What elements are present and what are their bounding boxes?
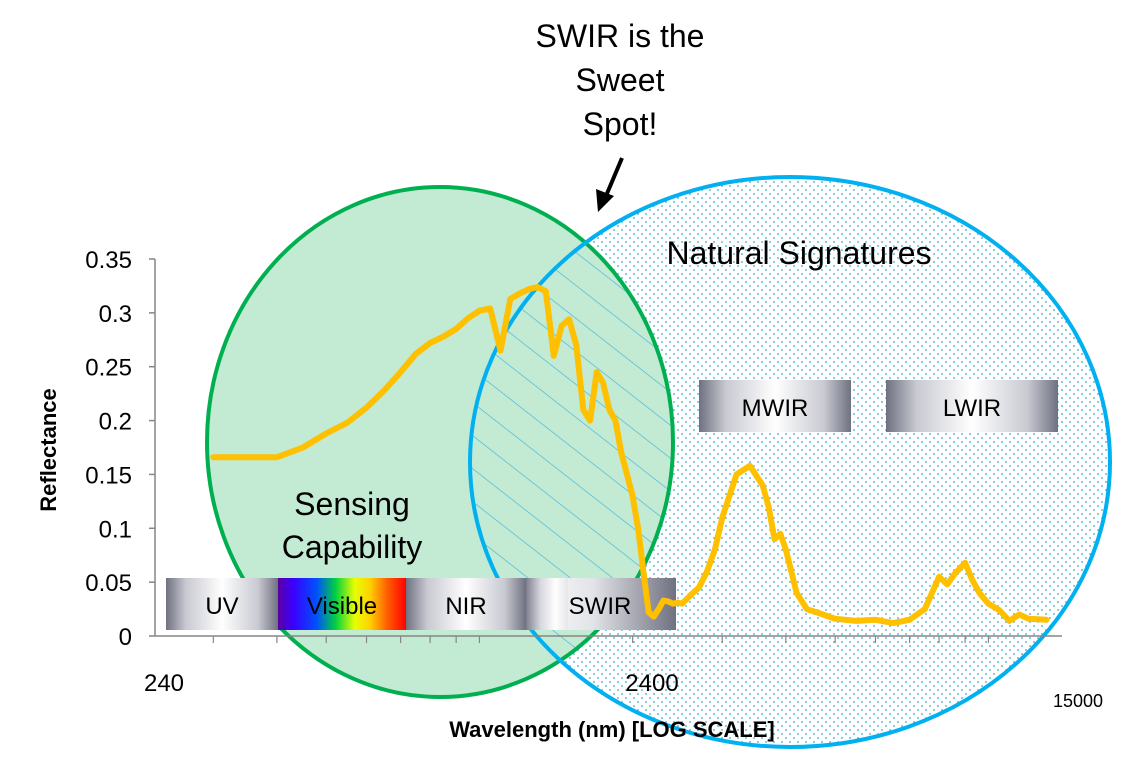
x-tick-label-15000: 15000: [1053, 691, 1103, 711]
y-tick-label: 0.05: [85, 570, 132, 597]
band-lwir-label: LWIR: [943, 395, 1001, 422]
y-tick-label: 0.35: [85, 247, 132, 274]
y-tick-label: 0.15: [85, 462, 132, 489]
y-tick-label: 0.2: [99, 409, 132, 436]
band-mwir: MWIR: [699, 380, 851, 432]
y-tick-label: 0: [119, 624, 132, 651]
callout-arrow-icon: [596, 157, 624, 212]
natural-signatures-outline: [468, 175, 1112, 749]
band-uv-label: UV: [205, 593, 238, 620]
natural-signatures-label: Natural Signatures: [666, 235, 931, 271]
y-tick-group: [149, 258, 155, 637]
overlap-hatch: [470, 187, 673, 697]
band-nir: NIR: [406, 578, 526, 630]
sensing-capability-label-line1: Sensing: [294, 486, 410, 522]
x-axis-title: Wavelength (nm) [LOG SCALE]: [449, 717, 775, 742]
callout-line-2: Sweet: [575, 62, 665, 98]
band-swir-label: SWIR: [569, 593, 632, 620]
band-visible: Visible: [278, 578, 406, 630]
y-tick-label: 0.25: [85, 355, 132, 382]
x-tick-label-2400: 2400: [625, 670, 678, 697]
y-tick-label-group: 0 0.05 0.1 0.15 0.2 0.25 0.3 0.35: [85, 247, 132, 651]
band-swir: SWIR: [526, 578, 676, 630]
sweet-spot-callout: SWIR is the Sweet Spot!: [480, 14, 760, 146]
band-visible-label: Visible: [307, 593, 377, 620]
y-tick-label: 0.3: [99, 301, 132, 328]
y-axis-title: Reflectance: [36, 388, 61, 512]
series-line: [210, 284, 1050, 627]
sensing-capability-label-line2: Capability: [282, 529, 423, 565]
callout-line-3: Spot!: [582, 106, 658, 142]
band-uv: UV: [166, 578, 278, 630]
x-tick-label-240: 240: [144, 670, 184, 697]
x-minor-tick-group: [212, 636, 989, 643]
band-lwir: LWIR: [886, 380, 1058, 432]
callout-line-1: SWIR is the: [535, 18, 705, 54]
band-nir-label: NIR: [445, 593, 486, 620]
sensing-capability-outline: [205, 185, 675, 699]
band-mwir-label: MWIR: [742, 395, 809, 422]
y-tick-label: 0.1: [99, 516, 132, 543]
